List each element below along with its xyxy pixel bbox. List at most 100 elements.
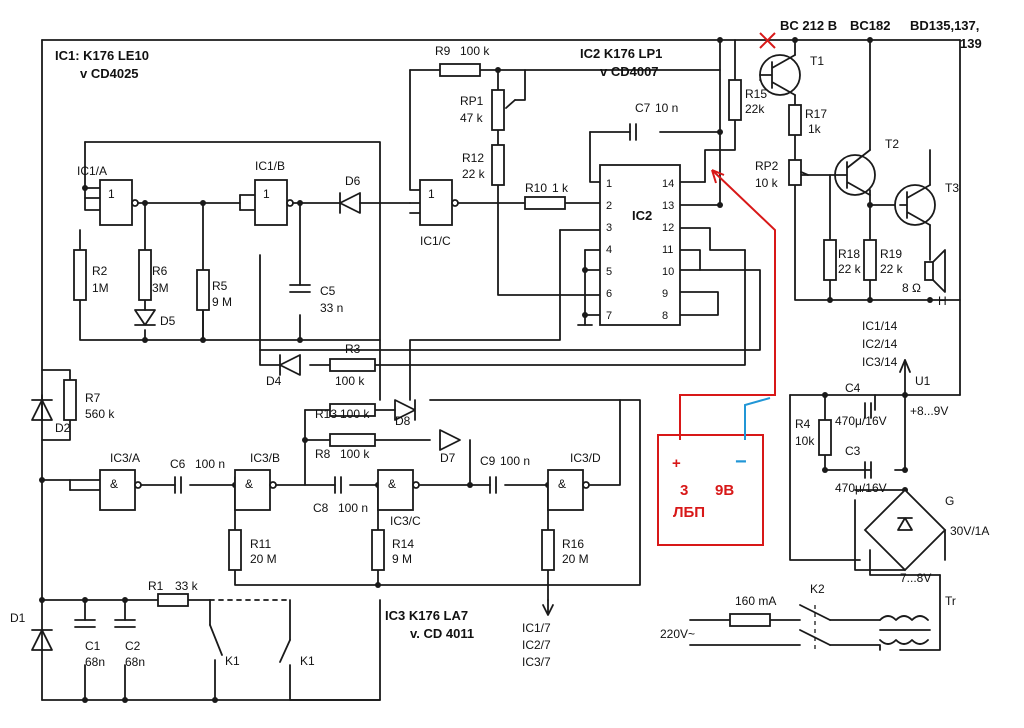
k1-label: K1 <box>225 654 240 668</box>
u1-label: U1 <box>915 374 931 388</box>
r2-value: 1M <box>92 281 109 295</box>
ic2-label: IC2 K176 LP1 <box>580 46 662 61</box>
speaker-h: H <box>938 294 947 308</box>
diodes <box>31 192 461 651</box>
r9-value: 100 k <box>460 44 490 58</box>
r9-label: R9 <box>435 44 451 58</box>
c3-value: 470μ/16V <box>835 481 887 495</box>
r15-label: R15 <box>745 87 767 101</box>
ic2-pin-left: 5 <box>606 266 612 278</box>
t3-type-2: 139 <box>960 36 982 51</box>
d2-label: D2 <box>55 421 71 435</box>
r3-value: 100 k <box>335 374 365 388</box>
r7-value: 560 k <box>85 407 115 421</box>
d4-label: D4 <box>266 374 282 388</box>
svg-text:1: 1 <box>263 187 270 201</box>
rp1-value: 47 k <box>460 111 484 125</box>
transformer-voltage: 7...8V <box>900 571 931 585</box>
c8-value: 100 n <box>338 501 368 515</box>
r12-value: 22 k <box>462 167 486 181</box>
r2-label: R2 <box>92 264 108 278</box>
svg-text:&: & <box>558 477 566 491</box>
ic2-pin-left: 4 <box>606 244 612 256</box>
pwr-note-3: IC3/14 <box>862 355 898 369</box>
c5-value: 33 n <box>320 301 343 315</box>
speaker <box>924 249 946 293</box>
rp2-label: RP2 <box>755 159 779 173</box>
svg-text:&: & <box>110 477 118 491</box>
r7-label: R7 <box>85 391 101 405</box>
c2-value: 68n <box>125 655 145 669</box>
ic2-pin-left: 2 <box>606 200 612 212</box>
r17-label: R17 <box>805 107 827 121</box>
gate-ic3b: & <box>234 469 277 511</box>
c3-label: C3 <box>845 444 861 458</box>
ic1-label: IC1: K176 LE10 <box>55 48 149 63</box>
r13-value: 100 k <box>340 407 370 421</box>
ic3c-label: IC3/C <box>390 514 421 528</box>
pwr-note-2: IC2/14 <box>862 337 898 351</box>
supply-label: +8...9V <box>910 404 948 418</box>
gate-ic1b: 1 <box>254 179 294 226</box>
r16-value: 20 M <box>562 552 589 566</box>
r5-label: R5 <box>212 279 228 293</box>
k2-label: K2 <box>810 582 825 596</box>
capacitors <box>74 123 872 628</box>
labels: IC1: K176 LE10 v CD4025 IC2 K176 LP1 v C… <box>10 18 989 669</box>
ic1b-label: IC1/B <box>255 159 285 173</box>
fuse-label: 160 mA <box>735 594 776 608</box>
ic3-label: IC3 K176 LA7 <box>385 608 468 623</box>
k1b-label: K1 <box>300 654 315 668</box>
t1-type: BC 212 B <box>780 18 837 33</box>
c7-value: 10 n <box>655 101 678 115</box>
d5-label: D5 <box>160 314 176 328</box>
annot-plus: + <box>672 455 681 472</box>
ic2-name: IC2 <box>632 208 652 223</box>
ic1c-label: IC1/C <box>420 234 451 248</box>
ic3a-label: IC3/A <box>110 451 140 465</box>
r5-value: 9 M <box>212 295 232 309</box>
r11-value: 20 M <box>250 552 277 566</box>
ic2-pin-right: 8 <box>662 310 668 322</box>
annot-lbp: ЛБП <box>673 504 705 521</box>
pwr-note-1: IC1/14 <box>862 319 898 333</box>
r12-label: R12 <box>462 151 484 165</box>
r15-value: 22k <box>745 102 765 116</box>
gnd-note-2: IC2/7 <box>522 638 551 652</box>
svg-text:1: 1 <box>428 187 435 201</box>
bridge-rectifier <box>863 488 947 572</box>
c8-label: C8 <box>313 501 329 515</box>
ic2-pin-right: 14 <box>662 178 674 190</box>
r18-value: 22 k <box>838 262 862 276</box>
ic2-pin-left: 6 <box>606 288 612 300</box>
bridge-label: G <box>945 494 954 508</box>
ic3d-label: IC3/D <box>570 451 601 465</box>
t1-label: T1 <box>810 54 824 68</box>
c2-label: C2 <box>125 639 141 653</box>
d7-label: D7 <box>440 451 456 465</box>
r10-label: R10 <box>525 181 547 195</box>
bridge-rating: 30V/1A <box>950 524 989 538</box>
c7-label: C7 <box>635 101 651 115</box>
r6-value: 3M <box>152 281 169 295</box>
ic2-chip <box>599 164 681 326</box>
ic3b-label: IC3/B <box>250 451 280 465</box>
r13-label: R13 <box>315 407 337 421</box>
r1-value: 33 k <box>175 579 199 593</box>
c6-label: C6 <box>170 457 186 471</box>
ic2-pin-right: 10 <box>662 266 674 278</box>
r8-value: 100 k <box>340 447 370 461</box>
c4-label: C4 <box>845 381 861 395</box>
transformer-label: Tr <box>945 594 956 608</box>
transistors <box>759 54 936 226</box>
r6-label: R6 <box>152 264 168 278</box>
ic1a-label: IC1/A <box>77 164 107 178</box>
mains-label: 220V~ <box>660 627 695 641</box>
ic2-pin-right: 13 <box>662 200 674 212</box>
svg-text:&: & <box>388 477 396 491</box>
r10-value: 1 k <box>552 181 569 195</box>
rp2-value: 10 k <box>755 176 779 190</box>
c9-value: 100 n <box>500 454 530 468</box>
